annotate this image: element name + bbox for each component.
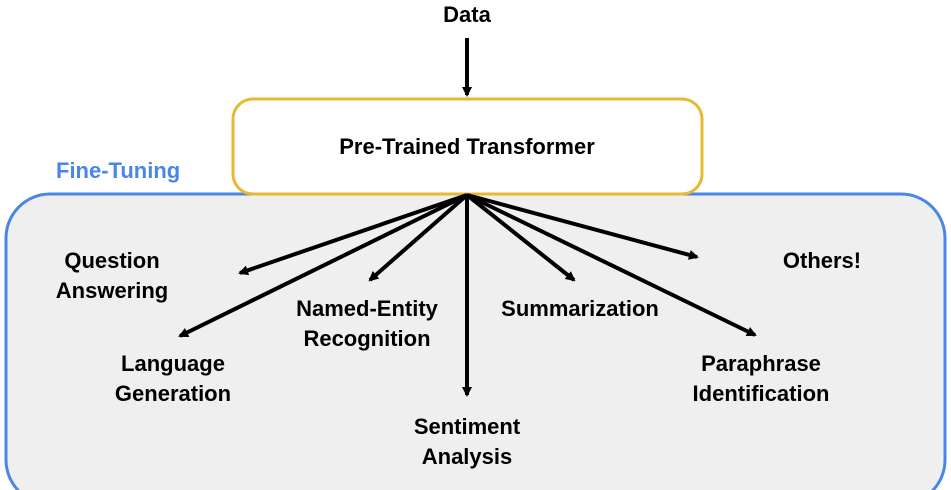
task-ner-line1: Named-Entity (296, 296, 438, 321)
task-language-generation: Language Generation (115, 349, 231, 409)
task-sentiment-analysis: Sentiment Analysis (414, 412, 520, 472)
task-ner-line2: Recognition (303, 326, 431, 351)
task-language-generation-line1: Language (121, 351, 225, 376)
data-label: Data (443, 2, 491, 27)
task-paraphrase-identification: Paraphrase Identification (693, 349, 830, 409)
task-paraphrase-line1: Paraphrase (701, 351, 821, 376)
task-question-answering-line1: Question (64, 248, 160, 273)
fine-tuning-label: Fine-Tuning (56, 158, 181, 183)
task-named-entity-recognition: Named-Entity Recognition (296, 294, 438, 354)
task-sentiment-analysis-line1: Sentiment (413, 414, 521, 439)
task-arrows (178, 193, 757, 397)
task-language-generation-line2: Generation (114, 381, 232, 406)
task-summarization: Summarization (501, 294, 659, 324)
arrow-language-generation (178, 193, 468, 338)
arrow-others (466, 193, 699, 260)
task-sentiment-analysis-line2: Analysis (421, 444, 513, 469)
task-question-answering: Question Answering (56, 246, 168, 306)
task-others-line1: Others! (782, 248, 862, 273)
task-question-answering-line2: Answering (55, 278, 169, 303)
task-others: Others! (783, 246, 861, 276)
arrow-summarization (465, 193, 576, 282)
pretrained-transformer-label: Pre-Trained Transformer (339, 134, 595, 159)
arrow-named-entity-recognition (368, 193, 469, 282)
task-summarization-line1: Summarization (501, 296, 659, 321)
task-paraphrase-line2: Identification (692, 381, 830, 406)
arrow-paraphrase-identification (466, 193, 757, 337)
arrow-question-answering (238, 193, 468, 276)
